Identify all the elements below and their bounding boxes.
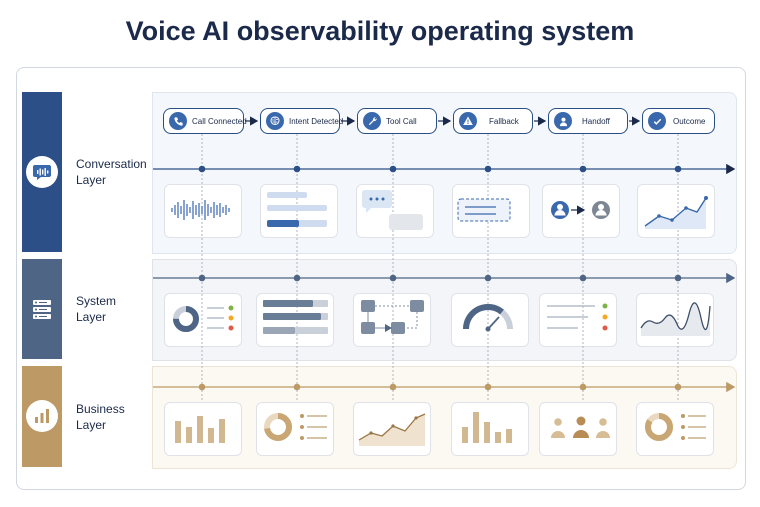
server-icon — [26, 293, 58, 325]
stage-intent-detected: Intent Detected — [260, 108, 344, 134]
phone-icon — [169, 112, 187, 130]
business-people-card — [539, 402, 617, 456]
system-trend-card — [636, 293, 714, 347]
stage-handoff: Handoff — [548, 108, 628, 134]
stage-label: Handoff — [582, 116, 610, 126]
system-layer-name: System Layer — [76, 294, 117, 324]
business-area-card — [353, 402, 431, 456]
system-layer-label-area: System Layer — [62, 259, 152, 359]
stage-outcome: Outcome — [642, 108, 715, 134]
person-icon — [554, 112, 572, 130]
stage-tool-call: Tool Call — [357, 108, 437, 134]
business-donut-card-2 — [636, 402, 714, 456]
stage-label: Fallback — [489, 116, 519, 126]
outcome-card — [637, 184, 715, 238]
chat-waveform-icon — [26, 156, 58, 188]
system-bars-card — [256, 293, 334, 347]
stage-label: Tool Call — [386, 116, 417, 126]
intent-card — [260, 184, 338, 238]
check-icon — [648, 112, 666, 130]
conversation-layer-accent — [22, 92, 62, 252]
business-donut-card — [256, 402, 334, 456]
handoff-card — [542, 184, 620, 238]
conversation-layer-label-area: Conversation Layer — [62, 92, 152, 252]
warning-icon — [459, 112, 477, 130]
tool-chat-card — [356, 184, 434, 238]
fallback-card — [452, 184, 530, 238]
conversation-layer-name: Conversation Layer — [76, 157, 147, 187]
waveform-card — [164, 184, 242, 238]
stage-label: Intent Detected — [289, 116, 344, 126]
stage-fallback: Fallback — [453, 108, 533, 134]
business-layer-name: Business Layer — [76, 401, 125, 432]
system-layer-accent — [22, 259, 62, 359]
stage-label: Outcome — [673, 116, 706, 126]
business-layer-accent — [22, 366, 62, 467]
system-flow-card — [353, 293, 431, 347]
stage-label: Call Connected — [192, 116, 247, 126]
business-bars-card-2 — [451, 402, 529, 456]
business-layer-label-area: Business Layer — [62, 366, 152, 467]
bar-chart-icon — [26, 400, 58, 432]
stage-call-connected: Call Connected — [163, 108, 247, 134]
system-status-card — [539, 293, 617, 347]
wrench-icon — [363, 112, 381, 130]
page-title: Voice AI observability operating system — [125, 16, 635, 46]
system-gauge-card — [451, 293, 529, 347]
system-donut-card — [164, 293, 242, 347]
brain-icon — [266, 112, 284, 130]
business-bars-card — [164, 402, 242, 456]
